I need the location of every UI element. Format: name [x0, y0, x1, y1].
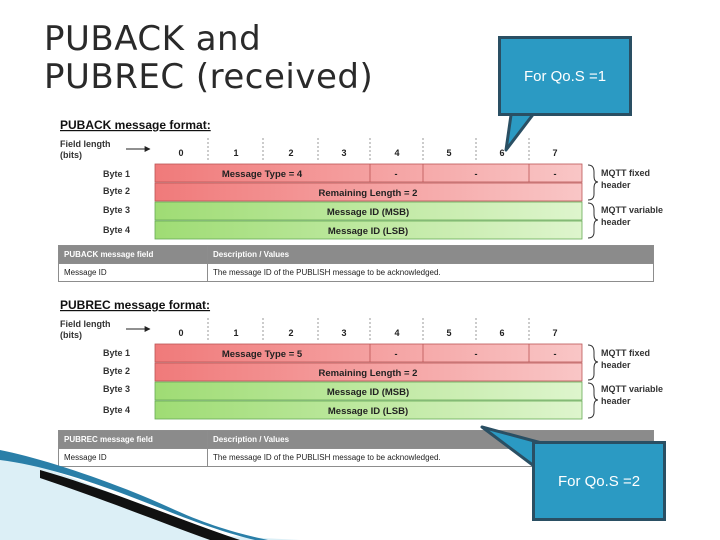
pubrec-byte-3-row — [154, 381, 583, 401]
pubrec-byte-4-label: Byte 4 — [103, 405, 130, 415]
callout-pointer-qos1 — [504, 108, 540, 152]
pubrec-byte-1-row — [154, 343, 583, 363]
puback-field-table: PUBACK message field Description / Value… — [58, 245, 654, 282]
slide-title: PUBACK and PUBREC (received) — [44, 20, 444, 96]
pubrec-variable-header-label-2: header — [601, 396, 631, 406]
puback-variable-header-label: MQTT variable — [601, 205, 663, 215]
puback-fixed-header-label: MQTT fixed — [601, 168, 650, 178]
puback-byte-1-row — [154, 163, 583, 183]
pubrec-message-type: Message Type = 5 — [222, 349, 303, 360]
pubrec-bit-dash-2: - — [475, 349, 478, 359]
puback-byte-3-row — [154, 201, 583, 221]
table-header-row: PUBACK message field Description / Value… — [58, 245, 654, 264]
puback-format-title: PUBACK message format: — [60, 118, 211, 132]
puback-bit-3: 3 — [341, 148, 346, 158]
pubrec-bit-dash-1: - — [395, 349, 398, 359]
pubrec-variable-header-brace — [587, 382, 599, 419]
decorative-swoosh — [0, 450, 300, 540]
table-cell-field: Message ID — [58, 263, 208, 282]
pubrec-byte-1-label: Byte 1 — [103, 348, 130, 358]
pubrec-fixed-header-label-2: header — [601, 360, 631, 370]
table-cell-description: The message ID of the PUBLISH message to… — [207, 263, 654, 282]
puback-field-length-label: Field length — [60, 139, 111, 149]
pubrec-bit-3: 3 — [341, 328, 346, 338]
puback-field-length-unit: (bits) — [60, 150, 82, 160]
table-header-field: PUBREC message field — [58, 430, 208, 449]
puback-fixed-header-brace — [587, 164, 599, 201]
puback-format-diagram: PUBACK message format: Field length (bit… — [60, 118, 663, 240]
puback-bit-0: 0 — [178, 148, 183, 158]
pubrec-byte-4-row — [154, 400, 583, 420]
pubrec-fixed-header-label: MQTT fixed — [601, 348, 650, 358]
pubrec-byte-3-label: Byte 3 — [103, 384, 130, 394]
callout-qos1: For Qo.S =1 — [498, 36, 632, 116]
puback-bit-1: 1 — [233, 148, 238, 158]
pubrec-remaining-length: Remaining Length = 2 — [319, 368, 418, 379]
puback-bit-5: 5 — [446, 148, 451, 158]
puback-message-type: Message Type = 4 — [222, 169, 303, 180]
pubrec-bit-dash-3: - — [554, 349, 557, 359]
puback-bit-dash-1: - — [395, 169, 398, 179]
puback-bit-dash-3: - — [554, 169, 557, 179]
pubrec-variable-header-label: MQTT variable — [601, 384, 663, 394]
pubrec-bit-1: 1 — [233, 328, 238, 338]
pubrec-format-title: PUBREC message format: — [60, 298, 210, 312]
puback-byte-2-label: Byte 2 — [103, 186, 130, 196]
slide-title-line-1: PUBACK and — [44, 19, 262, 59]
slide-title-line-2: PUBREC (received) — [44, 57, 374, 97]
puback-byte-4-label: Byte 4 — [103, 225, 130, 235]
pubrec-field-length-unit: (bits) — [60, 330, 82, 340]
puback-bit-4: 4 — [394, 148, 399, 158]
puback-byte-3-label: Byte 3 — [103, 205, 130, 215]
puback-byte-4-row — [154, 220, 583, 240]
callout-qos2-text: For Qo.S =2 — [557, 472, 641, 490]
pubrec-bit-7: 7 — [552, 328, 557, 338]
puback-bit-6: 6 — [499, 148, 504, 158]
pubrec-msgid-msb: Message ID (MSB) — [327, 387, 409, 398]
pubrec-bit-5: 5 — [446, 328, 451, 338]
puback-remaining-length: Remaining Length = 2 — [319, 188, 418, 199]
pubrec-byte-2-row — [154, 362, 583, 382]
pubrec-bit-0: 0 — [178, 328, 183, 338]
callout-qos2: For Qo.S =2 — [532, 441, 666, 521]
pubrec-msgid-lsb: Message ID (LSB) — [328, 406, 408, 417]
pubrec-bit-2: 2 — [288, 328, 293, 338]
puback-variable-header-label-2: header — [601, 217, 631, 227]
pubrec-fixed-header-brace — [587, 344, 599, 381]
puback-bit-7: 7 — [552, 148, 557, 158]
pubrec-field-length-label: Field length — [60, 319, 111, 329]
pubrec-byte-2-label: Byte 2 — [103, 366, 130, 376]
table-cell-field: Message ID — [58, 448, 208, 467]
puback-fixed-header-label-2: header — [601, 180, 631, 190]
puback-byte-2-row — [154, 182, 583, 202]
puback-variable-header-brace — [587, 202, 599, 239]
pubrec-format-diagram: PUBREC message format: Field length (bit… — [60, 298, 663, 420]
table-header-description: Description / Values — [207, 245, 654, 264]
pubrec-bit-6: 6 — [499, 328, 504, 338]
puback-byte-1-label: Byte 1 — [103, 169, 130, 179]
puback-msgid-msb: Message ID (MSB) — [327, 207, 409, 218]
table-row: Message ID The message ID of the PUBLISH… — [58, 263, 654, 282]
pubrec-field-table: PUBREC message field Description / Value… — [58, 430, 654, 467]
table-header-field: PUBACK message field — [58, 245, 208, 264]
puback-msgid-lsb: Message ID (LSB) — [328, 226, 408, 237]
puback-bit-2: 2 — [288, 148, 293, 158]
pubrec-bit-4: 4 — [394, 328, 399, 338]
puback-bit-dash-2: - — [475, 169, 478, 179]
table-header-row: PUBREC message field Description / Value… — [58, 430, 654, 449]
callout-qos1-text: For Qo.S =1 — [523, 67, 607, 85]
